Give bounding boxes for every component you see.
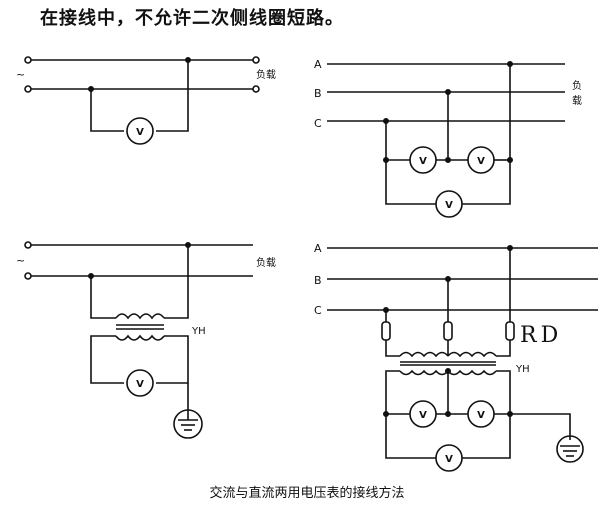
- terminal-top: [24, 241, 32, 249]
- wire: [510, 413, 571, 440]
- voltmeter-label: V: [136, 127, 144, 138]
- ground-icon: [556, 435, 584, 463]
- phase-c-label: C: [314, 304, 322, 317]
- voltmeter: [467, 400, 495, 428]
- wire: [385, 121, 436, 205]
- transformer-secondary: [115, 334, 165, 341]
- header-text: 在接线中，不允许二次侧线圈短路。: [40, 8, 344, 29]
- wire: [385, 340, 400, 357]
- transformer-primary: [115, 313, 165, 320]
- load-label-1: 负: [572, 79, 582, 92]
- phase-b-label: B: [314, 274, 322, 287]
- phase-a-label: A: [314, 242, 322, 255]
- voltmeter-label: V: [136, 379, 144, 390]
- node: [444, 367, 451, 374]
- transformer-secondary: [399, 369, 449, 376]
- wire: [462, 64, 511, 205]
- ac-symbol: ~: [16, 254, 25, 267]
- voltmeter: [435, 444, 463, 472]
- wire: [90, 276, 116, 319]
- wire: [90, 335, 124, 384]
- wire: [385, 370, 410, 415]
- transformer-primary: [447, 351, 497, 358]
- terminal-load-top: [252, 56, 260, 64]
- transformer-secondary: [447, 369, 497, 376]
- transformer-primary: [399, 351, 449, 358]
- voltmeter-label: V: [445, 200, 453, 211]
- node: [382, 157, 389, 164]
- node: [444, 157, 451, 164]
- terminal-load-bottom: [252, 85, 260, 93]
- load-label-2: 载: [572, 95, 582, 107]
- voltmeter: [126, 117, 154, 145]
- node: [506, 157, 513, 164]
- figure-caption: 交流与直流两用电压表的接线方法: [209, 486, 405, 501]
- wire: [90, 89, 124, 132]
- fuse: [443, 321, 453, 341]
- phase-c-label: C: [314, 117, 322, 130]
- voltmeter: [409, 146, 437, 174]
- voltmeter: [409, 400, 437, 428]
- transformer-label: YH: [515, 364, 530, 375]
- panel-3phase-transformer: A B C RD YH V V: [314, 242, 598, 472]
- transformer-label: YH: [191, 326, 206, 337]
- node: [444, 410, 451, 417]
- fuse-label: RD: [520, 323, 562, 348]
- ac-symbol: ~: [16, 68, 25, 81]
- voltmeter: [126, 369, 154, 397]
- terminal-bottom: [24, 85, 32, 93]
- wire: [156, 60, 189, 132]
- terminal-bottom: [24, 272, 32, 280]
- panel-ac-direct: V ~ 负载: [16, 56, 276, 145]
- voltmeter-label: V: [477, 410, 485, 421]
- fuse: [381, 321, 391, 341]
- wire: [164, 245, 189, 319]
- phase-a-label: A: [314, 58, 322, 71]
- wire: [496, 340, 511, 357]
- voltmeter-label: V: [477, 156, 485, 167]
- load-label: 负载: [256, 68, 276, 81]
- wire: [385, 414, 436, 459]
- phase-b-label: B: [314, 87, 322, 100]
- terminal-top: [24, 56, 32, 64]
- voltmeter: [467, 146, 495, 174]
- voltmeter-label: V: [419, 410, 427, 421]
- voltmeter-label: V: [445, 454, 453, 465]
- fuse: [505, 321, 515, 341]
- voltmeter: [435, 190, 463, 218]
- panel-3phase-direct: A B C 负 载 V V V: [314, 58, 582, 218]
- wire: [462, 414, 511, 459]
- wire: [494, 370, 511, 415]
- panel-ac-transformer: ~ 负载 YH V: [16, 241, 276, 439]
- voltmeter-label: V: [419, 156, 427, 167]
- wire: [156, 335, 189, 384]
- load-label: 负载: [256, 256, 276, 269]
